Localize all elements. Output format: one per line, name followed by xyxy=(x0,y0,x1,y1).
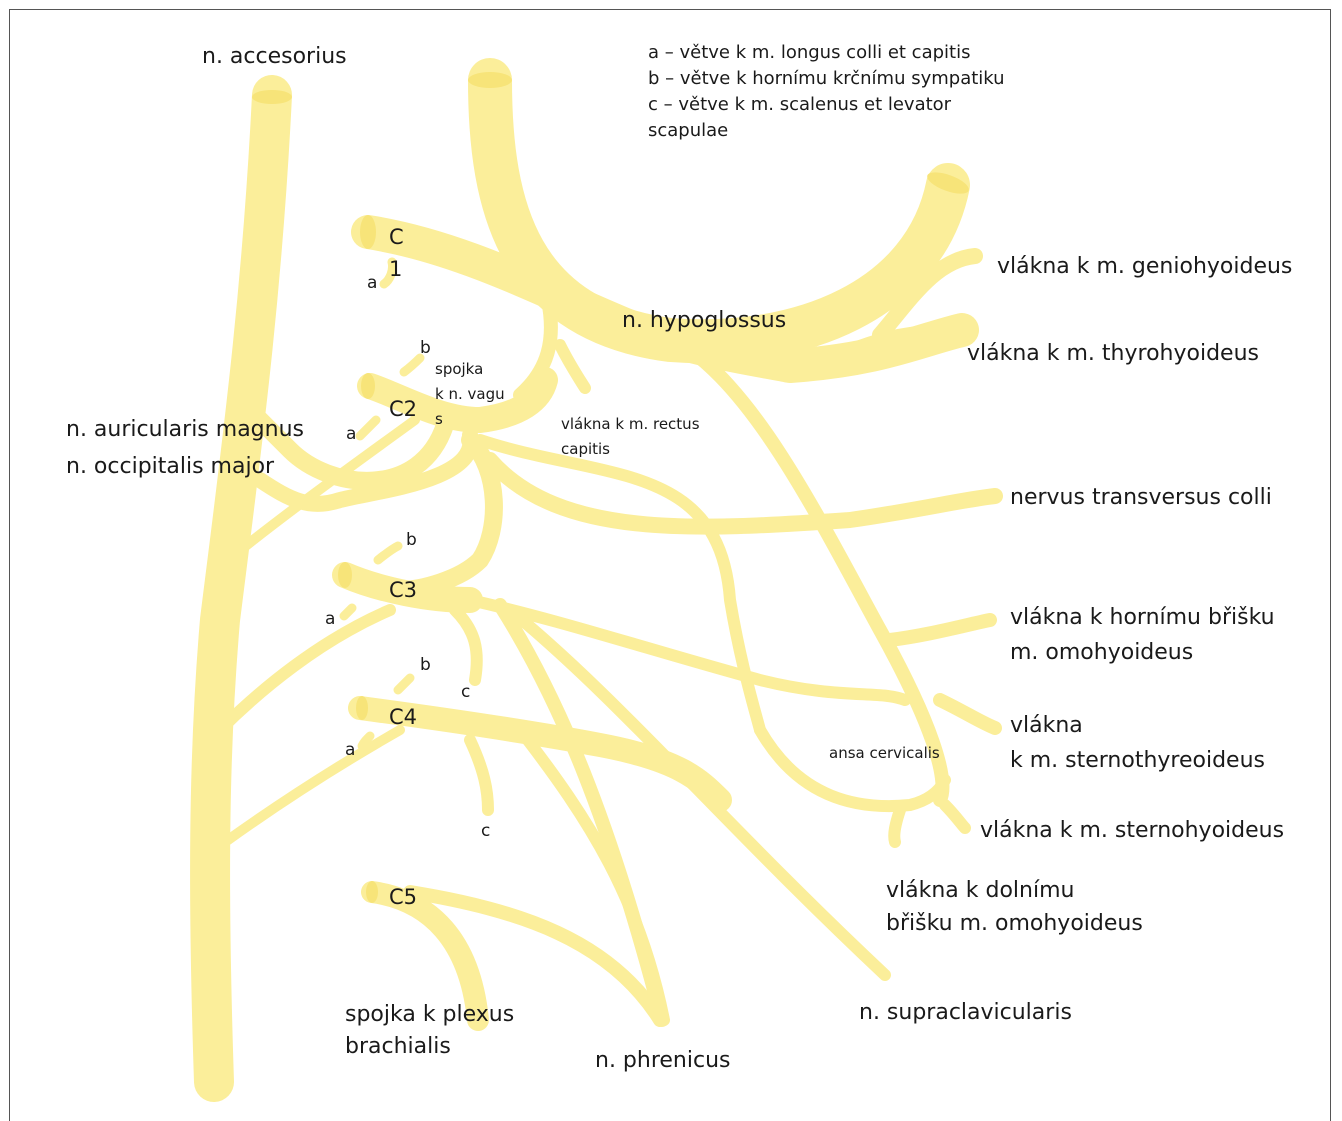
ansa-cervicalis-loop xyxy=(760,730,945,806)
label-omohyoideus-inferior-1: vlákna k dolnímu xyxy=(886,878,1074,904)
label-plexus-1: spojka k plexus xyxy=(345,1002,514,1028)
accessorius-nerve xyxy=(210,95,272,1082)
branch-c4-c: c xyxy=(481,821,490,841)
segment-c3: C3 xyxy=(389,578,417,603)
label-auricularis: n. auricularis magnus xyxy=(66,417,304,443)
c3-c-branch xyxy=(455,610,477,680)
c3-a-branch xyxy=(344,608,352,616)
c5-cut-end xyxy=(366,881,378,903)
label-plexus-2: brachialis xyxy=(345,1034,451,1060)
label-accessorius: n. accesorius xyxy=(202,44,347,70)
c4-cut-end xyxy=(356,696,368,720)
label-vagus-1: spojka xyxy=(435,360,483,378)
c4-to-accessorius xyxy=(228,730,400,840)
branch-c3-a: a xyxy=(325,609,335,629)
omohyoideus-sup-fibers xyxy=(890,620,990,640)
label-omohyoideus-superior-1: vlákna k hornímu břišku xyxy=(1010,605,1275,631)
branch-c4-a: a xyxy=(345,740,355,760)
c3-cut-end xyxy=(338,562,352,588)
omohyoideus-inf-fibers xyxy=(894,810,900,842)
c5-root xyxy=(372,892,478,1020)
label-phrenicus: n. phrenicus xyxy=(595,1048,731,1074)
sternothyreoideus-fibers xyxy=(940,700,995,728)
branch-c2-b: b xyxy=(420,338,431,358)
legend-b: b – větve k hornímu krčnímu sympatiku xyxy=(648,66,1005,92)
label-omohyoideus-superior-2: m. omohyoideus xyxy=(1010,640,1193,666)
label-hypoglossus: n. hypoglossus xyxy=(622,308,786,334)
branch-c4-b: b xyxy=(420,655,431,675)
label-vagus-2: k n. vagu xyxy=(435,385,505,403)
label-sternothyreoideus-1: vlákna xyxy=(1010,713,1083,739)
branch-c3-c: c xyxy=(461,682,470,702)
segment-c1-number: 1 xyxy=(389,257,402,282)
c3-b-branch xyxy=(378,546,398,560)
c2-cut-end xyxy=(361,373,375,399)
label-occipitalis: n. occipitalis major xyxy=(66,454,274,480)
legend-c-line1: c – větve k m. scalenus et levator xyxy=(648,92,1005,118)
segment-c1-letter: C xyxy=(389,225,404,250)
label-transversus-colli: nervus transversus colli xyxy=(1010,485,1272,511)
branch-c1-a: a xyxy=(367,273,377,293)
accessorius-cut-end xyxy=(252,90,292,104)
c5-to-phrenicus xyxy=(410,892,660,1020)
label-sternohyoideus: vlákna k m. sternohyoideus xyxy=(980,818,1284,844)
rectus-fibers-2 xyxy=(560,345,585,388)
c4-c-branch xyxy=(470,740,488,810)
c3-to-ansa xyxy=(470,600,905,700)
legend: a – větve k m. longus colli et capitis b… xyxy=(648,40,1005,144)
label-sternothyreoideus-2: k m. sternothyreoideus xyxy=(1010,748,1265,774)
sternohyoideus-fibers xyxy=(945,805,965,828)
branch-c2-a: a xyxy=(346,424,356,444)
label-thyrohyoideus: vlákna k m. thyrohyoideus xyxy=(967,341,1259,367)
label-rectus-1: vlákna k m. rectus xyxy=(561,415,700,433)
label-ansa-cervicalis: ansa cervicalis xyxy=(829,744,940,762)
label-geniohyoideus: vlákna k m. geniohyoideus xyxy=(997,254,1292,280)
legend-a: a – větve k m. longus colli et capitis xyxy=(648,40,1005,66)
branch-c3-b: b xyxy=(406,530,417,550)
segment-c2: C2 xyxy=(389,397,417,422)
c1-cut-end xyxy=(360,215,376,249)
c4-b-branch xyxy=(398,678,410,690)
c4-to-phrenicus xyxy=(520,730,664,1020)
hypoglossus-cut-left xyxy=(468,72,512,88)
label-omohyoideus-inferior-2: břišku m. omohyoideus xyxy=(886,911,1143,937)
transversus-colli xyxy=(490,460,995,527)
label-rectus-2: capitis xyxy=(561,440,610,458)
c2-b-branch xyxy=(404,358,420,372)
legend-c-line2: scapulae xyxy=(648,118,1005,144)
label-vagus-3: s xyxy=(435,410,443,428)
c2-a-branch xyxy=(360,420,376,436)
segment-c4: C4 xyxy=(389,705,417,730)
segment-c5: C5 xyxy=(389,885,417,910)
label-supraclavicularis: n. supraclavicularis xyxy=(859,1000,1072,1026)
